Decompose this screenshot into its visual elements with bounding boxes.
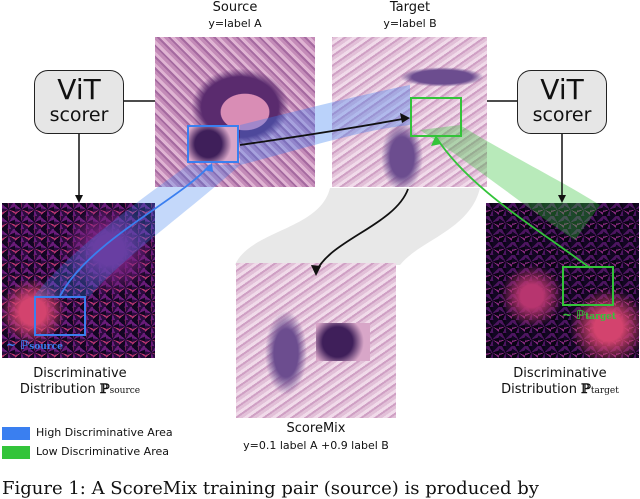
source-image (155, 37, 315, 187)
legend-label-low: Low Discriminative Area (36, 445, 169, 458)
scorer-label: scorer (49, 104, 109, 126)
scoremix-label: y=0.1 label A +0.9 label B (243, 439, 389, 452)
target-overlay-label: ~ ℙtarget (562, 308, 617, 322)
scorer-label: scorer (532, 104, 592, 126)
target-label: y=label B (383, 17, 437, 30)
vit-label: ViT (540, 73, 584, 106)
source-high-box (187, 125, 239, 163)
source-heat-box (34, 296, 86, 336)
pasted-patch (316, 323, 370, 361)
target-heat-box (562, 266, 614, 306)
target-low-box (410, 97, 462, 137)
figure-caption: Figure 1: A ScoreMix training pair (sour… (2, 478, 539, 499)
legend-label-high: High Discriminative Area (36, 426, 173, 439)
target-image (332, 37, 487, 187)
vit-label: ViT (57, 73, 101, 106)
scoremix-image (236, 263, 396, 418)
vit-scorer-right: ViT scorer (517, 70, 607, 134)
source-title: Source (212, 0, 258, 15)
legend-swatch-low (2, 446, 30, 459)
target-distribution-label: Discriminative Distribution ℙtarget (501, 366, 619, 397)
source-label: y=label A (208, 17, 262, 30)
scoremix-title: ScoreMix (286, 421, 346, 436)
target-title: Target (389, 0, 431, 15)
vit-scorer-left: ViT scorer (34, 70, 124, 134)
source-distribution-label: Discriminative Distribution ℙsource (19, 366, 141, 397)
legend-swatch-high (2, 427, 30, 440)
source-overlay-label: ~ ℙsource (6, 338, 63, 352)
